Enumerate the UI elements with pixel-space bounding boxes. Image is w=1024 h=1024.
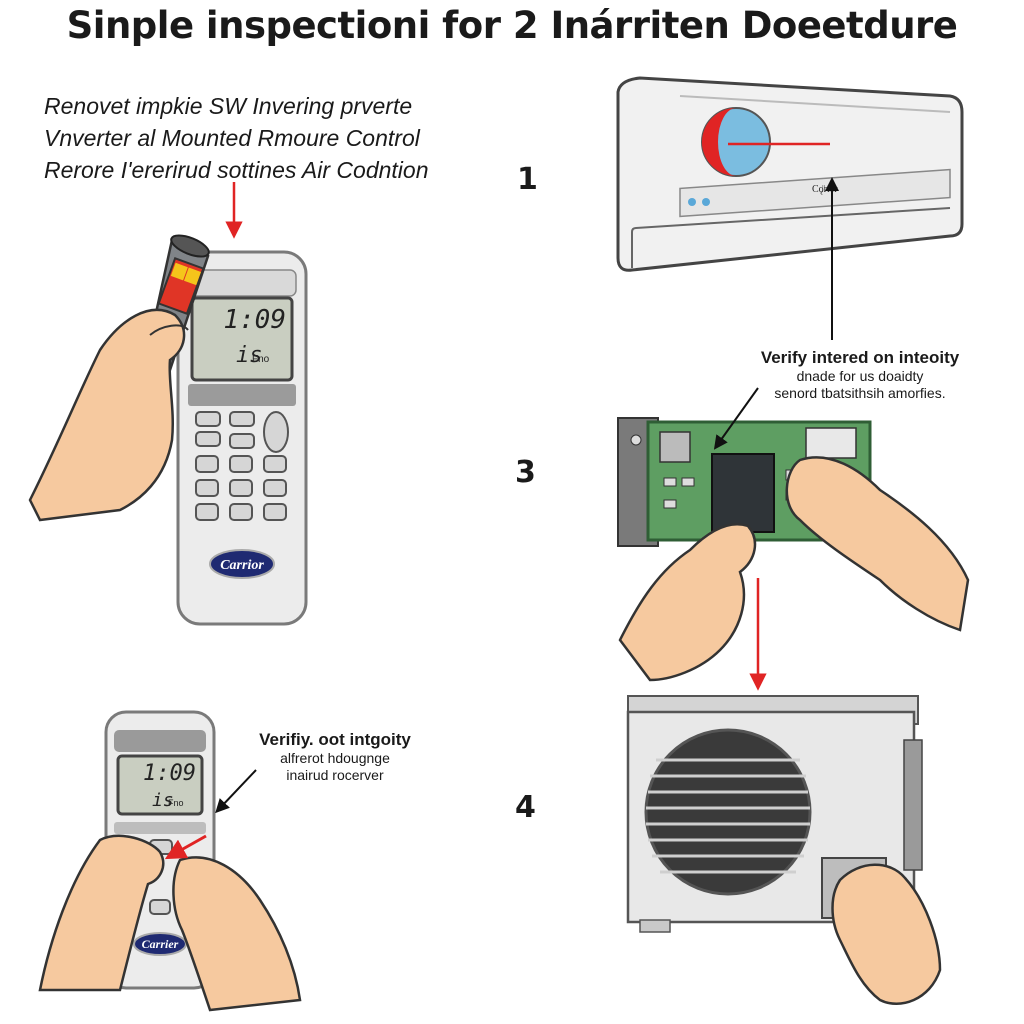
hand-left-top [28, 308, 186, 522]
remote-caption-line-2: inairud rocerver [286, 767, 384, 783]
remote-control-top [176, 250, 308, 626]
remote-top-brand-logo: Carrior [220, 558, 264, 573]
board-caption-title: Verify intered on inteoity [760, 348, 960, 367]
board-caption: Verify intered on inteoity dnade for us … [740, 348, 980, 402]
intro-line-3: Rerore I'ererirud sottines Air Codntion [44, 157, 429, 183]
arrow-to-remote-button [164, 834, 207, 860]
hand-remote-right [172, 856, 302, 1012]
remote-caption-title: Verifiy. oot intgoity [259, 730, 411, 749]
arrow-to-remote-receiver [215, 769, 257, 814]
remote-bottom-sub: Fno [168, 798, 184, 808]
remote-top-sub: Fno [252, 354, 270, 365]
indoor-ac-unit [616, 76, 964, 272]
control-board [617, 417, 872, 547]
step-number-3: 3 [515, 455, 536, 490]
step-number-4: 4 [515, 790, 536, 825]
remote-caption: Verifiy. oot intgoity alfrerot hdougnge … [240, 730, 430, 784]
step-number-1: 1 [517, 162, 538, 197]
page-title: Sinple inspectioni for 2 Inárriten Doeet… [66, 4, 958, 47]
hand-outdoor-unit [831, 863, 942, 1005]
intro-text: Renovet impkie SW Invering prverte Vnver… [44, 90, 429, 186]
board-caption-line-1: dnade for us doaidty [796, 368, 924, 384]
remote-top-time: 1:09 [223, 305, 286, 335]
remote-caption-line-1: alfrerot hdougnge [280, 750, 390, 766]
hand-remote-left [38, 834, 165, 992]
intro-line-2: Vnverter al Mounted Rmoure Control [44, 125, 420, 151]
indoor-unit-brand: Cǫ̈rier [812, 184, 838, 195]
remote-bottom-brand-logo: Carrier [142, 937, 179, 951]
remote-bottom-time: 1:09 [143, 761, 196, 786]
arrow-to-board-chip [713, 387, 759, 450]
intro-line-1: Renovet impkie SW Invering prverte [44, 93, 413, 119]
hand-board-right [785, 456, 970, 632]
remote-bottom-mode: is [152, 790, 174, 811]
remote-top-mode: is [236, 343, 263, 368]
hand-board-left [618, 523, 757, 682]
board-caption-line-2: senord tbatsithsih amorfies. [774, 385, 946, 401]
